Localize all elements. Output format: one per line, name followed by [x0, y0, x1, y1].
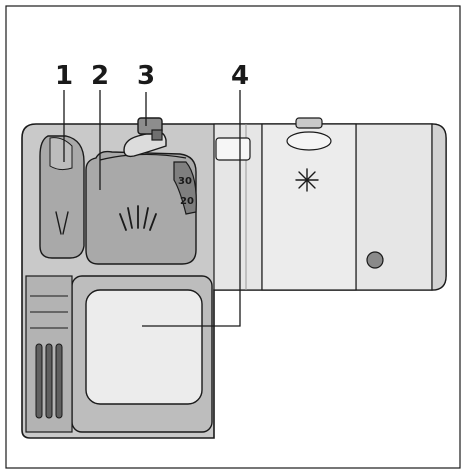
screw-icon	[366, 251, 384, 269]
callout-2: 2	[91, 61, 109, 91]
main-wash-compartment	[85, 150, 197, 265]
dose-scale-plate	[173, 161, 197, 215]
callout-leaders	[63, 90, 241, 327]
lid-top-tab	[295, 117, 323, 129]
indicator-window	[215, 137, 251, 161]
callout-4: 4	[231, 61, 249, 91]
wash-symbol-icon	[119, 205, 157, 231]
dose-scale-30-label: 30	[178, 176, 192, 187]
rib-slots	[35, 343, 63, 419]
rinse-aid-sparkle-icon	[295, 168, 319, 192]
prewash-v-mark	[55, 211, 69, 235]
rib-grooves	[30, 295, 68, 329]
callout-1: 1	[55, 61, 73, 91]
dose-scale-20-label: 20	[180, 196, 194, 207]
detergent-flap-inner	[85, 289, 203, 405]
lid-oval-button	[286, 131, 332, 151]
callout-3: 3	[137, 61, 155, 91]
rinse-aid-lid	[261, 123, 357, 291]
